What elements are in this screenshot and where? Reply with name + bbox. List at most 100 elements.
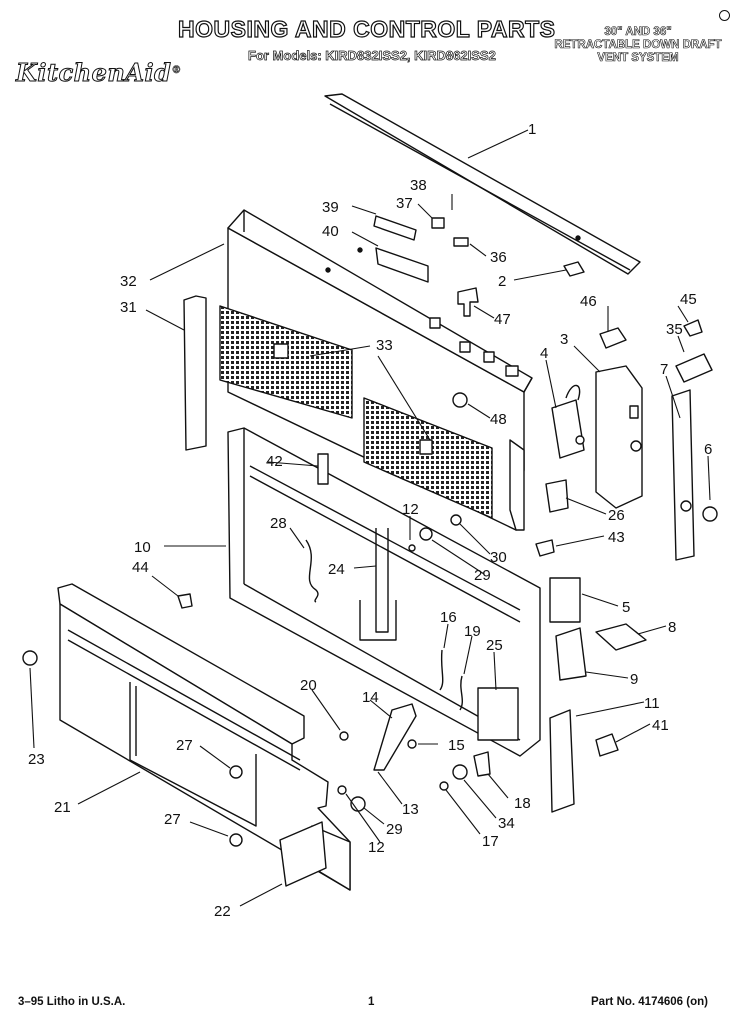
callout-9: 9 — [630, 671, 638, 688]
callout-8: 8 — [668, 619, 676, 636]
part-18 — [473, 751, 491, 777]
part-34 — [452, 764, 468, 780]
part-47 — [457, 287, 479, 317]
callout-43: 43 — [608, 529, 625, 546]
part-20 — [339, 731, 349, 741]
callout-22: 22 — [214, 903, 231, 920]
registered-mark: ® — [171, 65, 182, 77]
part-trim-strip — [324, 93, 641, 275]
part-19 — [459, 675, 463, 711]
part-8 — [595, 623, 647, 651]
callout-30: 30 — [490, 549, 507, 566]
callout-3: 3 — [560, 331, 568, 348]
callout-40: 40 — [322, 223, 339, 240]
callout-21: 21 — [54, 799, 71, 816]
part-23 — [22, 650, 38, 666]
part-39 — [373, 215, 417, 241]
part-48 — [452, 392, 468, 408]
callout-41: 41 — [652, 717, 669, 734]
callout-45: 45 — [680, 291, 697, 308]
callout-27b: 27 — [164, 811, 181, 828]
callout-44: 44 — [132, 559, 149, 576]
callout-4: 4 — [540, 345, 548, 362]
part-17 — [439, 781, 449, 791]
system-line-3: VENT SYSTEM — [597, 52, 679, 65]
part-motor-housing — [595, 365, 643, 509]
callout-29: 29 — [474, 567, 491, 584]
callout-37: 37 — [396, 195, 413, 212]
callout-34: 34 — [498, 815, 515, 832]
callout-28: 28 — [270, 515, 287, 532]
registration-mark — [719, 10, 730, 21]
callout-26: 26 — [608, 507, 625, 524]
callout-19: 19 — [464, 623, 481, 640]
callout-25: 25 — [486, 637, 503, 654]
callout-2: 2 — [498, 273, 506, 290]
part-44 — [177, 593, 193, 609]
callout-46: 46 — [580, 293, 597, 310]
callout-11: 11 — [644, 695, 660, 712]
part-12b — [337, 785, 347, 795]
callout-labels: 1 38 39 37 40 36 32 2 31 47 46 45 33 3 3… — [28, 121, 712, 920]
part-15 — [407, 739, 417, 749]
brand-logo: KitchenAid® — [15, 58, 182, 88]
callout-17: 17 — [482, 833, 499, 850]
callout-13: 13 — [402, 801, 419, 818]
part-46 — [599, 327, 627, 349]
part-16 — [439, 649, 444, 691]
part-27b — [229, 833, 243, 847]
part-11 — [549, 709, 575, 813]
part-bracket-4 — [551, 384, 585, 459]
brand-name: KitchenAid — [15, 58, 172, 88]
part-43 — [535, 539, 555, 557]
system-line-2: RETRACTABLE DOWN DRAFT — [554, 39, 722, 52]
part-40 — [375, 247, 429, 283]
callout-27: 27 — [176, 737, 193, 754]
callout-7: 7 — [660, 361, 668, 378]
callout-12b: 12 — [368, 839, 385, 856]
part-29 — [419, 527, 433, 541]
callout-48: 48 — [490, 411, 507, 428]
part-2 — [563, 261, 585, 277]
page-title: HOUSING AND CONTROL PARTS — [177, 15, 556, 42]
callout-6: 6 — [704, 441, 712, 458]
callout-18: 18 — [514, 795, 531, 812]
part-grille-right — [363, 397, 493, 519]
part-45 — [683, 319, 703, 337]
part-37 — [431, 217, 445, 229]
part-9 — [555, 627, 587, 681]
part-grille-left — [219, 305, 353, 419]
callout-47: 47 — [494, 311, 511, 328]
part-28 — [305, 539, 319, 603]
callout-12: 12 — [402, 501, 419, 518]
callout-23: 23 — [28, 751, 45, 768]
callout-33: 33 — [376, 337, 393, 354]
callout-42: 42 — [266, 453, 283, 470]
part-6 — [702, 506, 718, 522]
callout-29b: 29 — [386, 821, 403, 838]
system-description: 30" AND 36" RETRACTABLE DOWN DRAFT VENT … — [548, 26, 728, 65]
callout-32: 32 — [120, 273, 137, 290]
part-36 — [453, 237, 469, 247]
part-number: Part No. 4174606 (on) — [591, 996, 708, 1008]
part-26 — [545, 479, 569, 513]
callout-1: 1 — [528, 121, 536, 138]
part-35 — [675, 353, 713, 383]
callout-35: 35 — [666, 321, 683, 338]
part-12 — [408, 544, 416, 552]
callout-24: 24 — [328, 561, 345, 578]
callout-16: 16 — [440, 609, 457, 626]
printing-note: 3–95 Litho in U.S.A. — [18, 996, 126, 1008]
part-side-strip — [183, 295, 207, 451]
callout-10: 10 — [134, 539, 151, 556]
model-numbers: For Models: KIRD832ISS2, KIRD862ISS2 — [248, 48, 497, 64]
system-line-1: 30" AND 36" — [604, 26, 672, 39]
part-27a — [229, 765, 243, 779]
callout-31: 31 — [120, 299, 137, 316]
part-hole — [680, 500, 692, 512]
part-inner-housing — [227, 427, 541, 757]
leader-lines — [29, 129, 711, 907]
page-number: 1 — [368, 996, 375, 1008]
part-5 — [549, 577, 581, 623]
